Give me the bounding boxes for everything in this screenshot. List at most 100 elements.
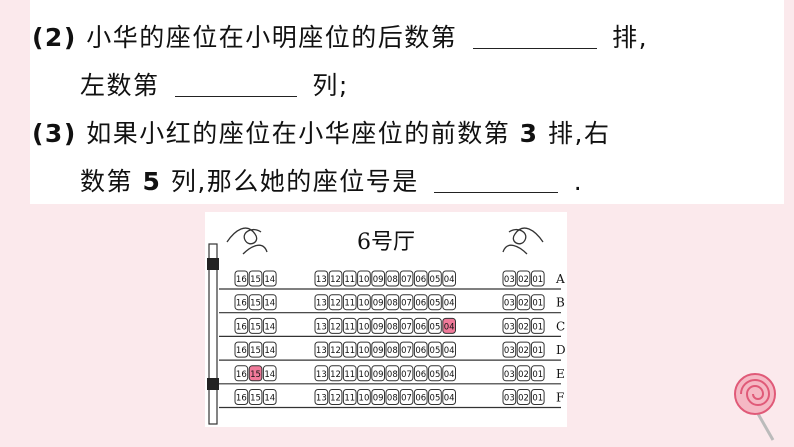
seat-E-04[interactable]: [442, 365, 457, 382]
seat-E-10[interactable]: [357, 365, 371, 382]
seat-C-06[interactable]: [413, 317, 428, 334]
seat-A-13[interactable]: [314, 270, 329, 287]
seat-C-04[interactable]: [442, 317, 457, 334]
seat-E-13[interactable]: [314, 365, 329, 382]
seat-C-02[interactable]: [516, 317, 531, 334]
seat-F-06[interactable]: [413, 389, 428, 405]
seat-F-05[interactable]: [428, 389, 442, 405]
seat-C-13[interactable]: [314, 317, 329, 334]
seat-B-12[interactable]: [328, 294, 343, 311]
seat-B-08[interactable]: [385, 294, 400, 311]
seat-A-05[interactable]: [428, 270, 442, 287]
seat-C-14[interactable]: [262, 317, 277, 334]
seat-E-03[interactable]: [502, 365, 517, 382]
seat-D-01[interactable]: [530, 341, 545, 358]
answer-blank-seat[interactable]: [434, 168, 559, 193]
seat-D-13[interactable]: [314, 341, 329, 358]
seat-B-07[interactable]: [399, 294, 414, 311]
seat-C-12[interactable]: [328, 317, 343, 334]
answer-blank-column[interactable]: [174, 72, 297, 97]
seat-B-11[interactable]: [342, 294, 357, 311]
seat-E-05[interactable]: [428, 365, 442, 382]
seat-D-04[interactable]: [442, 341, 457, 358]
seat-B-13[interactable]: [314, 294, 329, 311]
seat-C-16[interactable]: [234, 317, 249, 334]
seat-C-05[interactable]: [428, 317, 442, 334]
seat-C-08[interactable]: [385, 317, 400, 334]
seat-E-15[interactable]: [248, 365, 263, 382]
seat-E-06[interactable]: [413, 365, 428, 382]
seat-F-08[interactable]: [385, 389, 400, 405]
seat-C-15[interactable]: [248, 317, 263, 334]
seat-F-16[interactable]: [234, 389, 249, 405]
seat-D-15[interactable]: [248, 341, 263, 358]
seat-B-14[interactable]: [262, 294, 277, 311]
seat-number: 12: [330, 299, 341, 309]
seat-C-07[interactable]: [399, 317, 414, 334]
seat-A-03[interactable]: [502, 270, 517, 287]
seat-A-07[interactable]: [399, 270, 414, 287]
seat-F-10[interactable]: [357, 389, 371, 405]
seat-B-05[interactable]: [428, 294, 442, 311]
seat-B-06[interactable]: [413, 294, 428, 311]
seat-A-12[interactable]: [328, 270, 343, 287]
seat-F-15[interactable]: [248, 389, 263, 405]
seat-A-02[interactable]: [516, 270, 531, 287]
seat-E-12[interactable]: [328, 365, 343, 382]
answer-blank-row[interactable]: [472, 24, 597, 49]
seat-A-01[interactable]: [530, 270, 545, 287]
seat-C-01[interactable]: [530, 317, 545, 334]
seat-C-11[interactable]: [342, 317, 357, 334]
seat-E-09[interactable]: [371, 365, 386, 382]
seat-E-14[interactable]: [262, 365, 277, 382]
seat-E-02[interactable]: [516, 365, 531, 382]
seat-A-16[interactable]: [234, 270, 249, 287]
seat-B-01[interactable]: [530, 294, 545, 311]
seat-F-02[interactable]: [516, 389, 531, 405]
seat-F-11[interactable]: [342, 389, 357, 405]
seat-D-10[interactable]: [357, 341, 371, 358]
seat-F-14[interactable]: [262, 389, 277, 405]
seat-D-08[interactable]: [385, 341, 400, 358]
seat-D-05[interactable]: [428, 341, 442, 358]
seat-D-12[interactable]: [328, 341, 343, 358]
seat-F-12[interactable]: [328, 389, 343, 405]
seat-D-03[interactable]: [502, 341, 517, 358]
seat-F-03[interactable]: [502, 389, 517, 405]
seat-C-10[interactable]: [357, 317, 371, 334]
seat-B-10[interactable]: [357, 294, 371, 311]
seat-C-09[interactable]: [371, 317, 386, 334]
seat-E-11[interactable]: [342, 365, 357, 382]
seat-F-04[interactable]: [442, 389, 457, 405]
seat-A-06[interactable]: [413, 270, 428, 287]
seat-B-03[interactable]: [502, 294, 517, 311]
seat-B-04[interactable]: [442, 294, 457, 311]
seat-E-16[interactable]: [234, 365, 249, 382]
seat-A-08[interactable]: [385, 270, 400, 287]
seat-A-04[interactable]: [442, 270, 457, 287]
seat-C-03[interactable]: [502, 317, 517, 334]
seat-F-01[interactable]: [530, 389, 545, 405]
seat-D-16[interactable]: [234, 341, 249, 358]
seat-D-06[interactable]: [413, 341, 428, 358]
seat-B-16[interactable]: [234, 294, 249, 311]
seat-F-13[interactable]: [314, 389, 329, 405]
seat-A-15[interactable]: [248, 270, 263, 287]
seat-A-11[interactable]: [342, 270, 357, 287]
seat-D-09[interactable]: [371, 341, 386, 358]
seat-B-02[interactable]: [516, 294, 531, 311]
seat-B-15[interactable]: [248, 294, 263, 311]
seat-E-01[interactable]: [530, 365, 545, 382]
seat-A-14[interactable]: [262, 270, 277, 287]
seat-A-10[interactable]: [357, 270, 371, 287]
seat-A-09[interactable]: [371, 270, 386, 287]
seat-D-11[interactable]: [342, 341, 357, 358]
seat-D-07[interactable]: [399, 341, 414, 358]
seat-F-09[interactable]: [371, 389, 386, 405]
seat-E-08[interactable]: [385, 365, 400, 382]
seat-B-09[interactable]: [371, 294, 386, 311]
seat-E-07[interactable]: [399, 365, 414, 382]
seat-D-02[interactable]: [516, 341, 531, 358]
seat-F-07[interactable]: [399, 389, 414, 405]
seat-D-14[interactable]: [262, 341, 277, 358]
